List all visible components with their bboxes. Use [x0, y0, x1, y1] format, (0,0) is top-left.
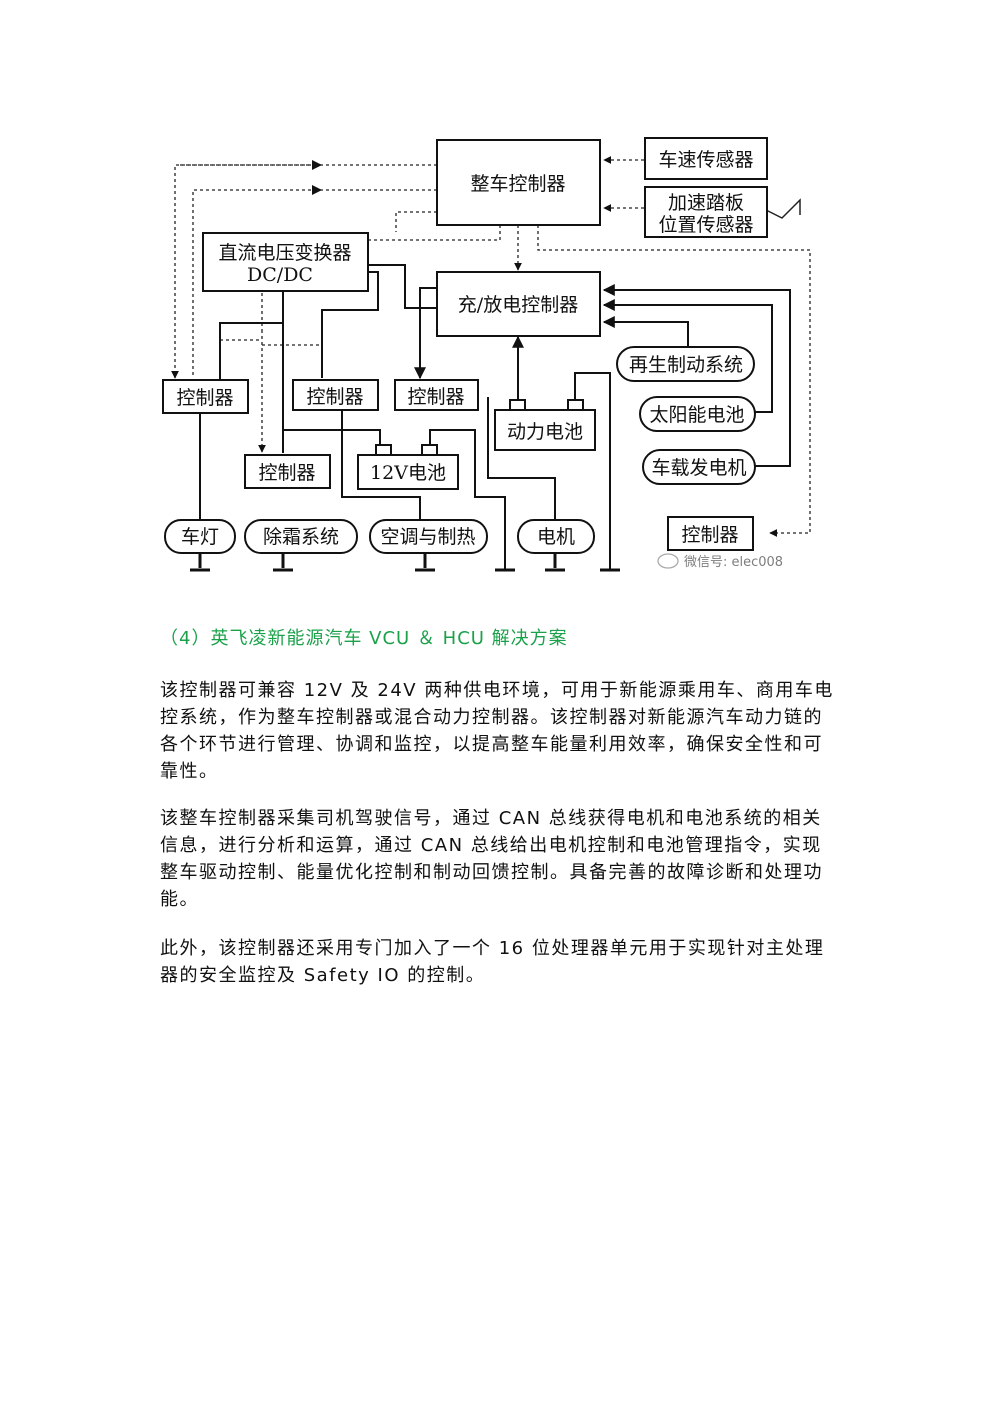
charge-controller-box — [436, 271, 601, 337]
controller-box-2 — [292, 379, 379, 411]
dcdc-label-2: DC/DC — [247, 264, 313, 286]
vcu-box — [436, 139, 601, 226]
vcu-label: 整车控制器 — [470, 173, 565, 195]
controller-label-2: 控制器 — [306, 386, 363, 408]
pedal-sensor-box — [644, 186, 768, 238]
system-architecture-diagram: 整车控制器 车速传感器 加速踏板 位置传感器 直流电压变换器 DC/DC 充/放… — [162, 137, 811, 572]
lights-pill — [164, 519, 236, 554]
controller-label-4: 控制器 — [258, 462, 315, 484]
defrost-label: 除霜系统 — [263, 526, 339, 548]
dcdc-label-1: 直流电压变换器 — [218, 242, 351, 264]
controller-label-5: 控制器 — [681, 524, 738, 546]
controller-box-4 — [244, 454, 331, 489]
paragraph-1: 该控制器可兼容 12V 及 24V 两种供电环境，可用于新能源乘用车、商用车电控… — [160, 680, 834, 782]
controller-box-1 — [162, 379, 249, 414]
power-battery-box — [494, 409, 596, 451]
section-title: （4）英飞凌新能源汽车 VCU ＆ HCU 解决方案 — [160, 628, 568, 649]
charge-controller-label: 充/放电控制器 — [458, 294, 578, 316]
battery-12v-label: 12V电池 — [370, 462, 446, 484]
wechat-watermark: 微信号: elec008 — [657, 553, 783, 570]
ac-heat-pill — [369, 519, 488, 554]
controller-label-1: 控制器 — [176, 387, 233, 409]
controller-label-3: 控制器 — [407, 386, 464, 408]
paragraph-2: 该整车控制器采集司机驾驶信号，通过 CAN 总线获得电机和电池系统的相关信息，进… — [160, 808, 823, 910]
defrost-pill — [244, 519, 358, 554]
paragraph-3: 此外，该控制器还采用专门加入了一个 16 位处理器单元用于实现针对主处理器的安全… — [160, 938, 825, 986]
pedal-sensor-label-2: 位置传感器 — [658, 214, 753, 236]
lights-label: 车灯 — [181, 526, 219, 548]
controller-box-3 — [394, 379, 479, 411]
regen-brake-label: 再生制动系统 — [629, 354, 743, 376]
motor-label: 电机 — [537, 526, 575, 548]
generator-label: 车载发电机 — [651, 457, 746, 479]
wechat-icon — [657, 553, 679, 569]
solar-pill — [639, 396, 756, 432]
dcdc-box — [202, 232, 369, 292]
pedal-sensor-label-1: 加速踏板 — [668, 192, 744, 214]
solar-label: 太阳能电池 — [649, 404, 744, 426]
speed-sensor-box — [644, 137, 768, 180]
speed-sensor-label: 车速传感器 — [658, 149, 753, 171]
power-battery-label: 动力电池 — [507, 421, 583, 443]
watermark-text: 微信号: elec008 — [684, 555, 783, 570]
battery-12v-box — [357, 454, 459, 490]
ac-heat-label: 空调与制热 — [380, 526, 475, 548]
regen-brake-pill — [616, 346, 755, 382]
controller-box-5 — [667, 516, 754, 551]
motor-pill — [517, 519, 595, 554]
generator-pill — [642, 449, 756, 485]
